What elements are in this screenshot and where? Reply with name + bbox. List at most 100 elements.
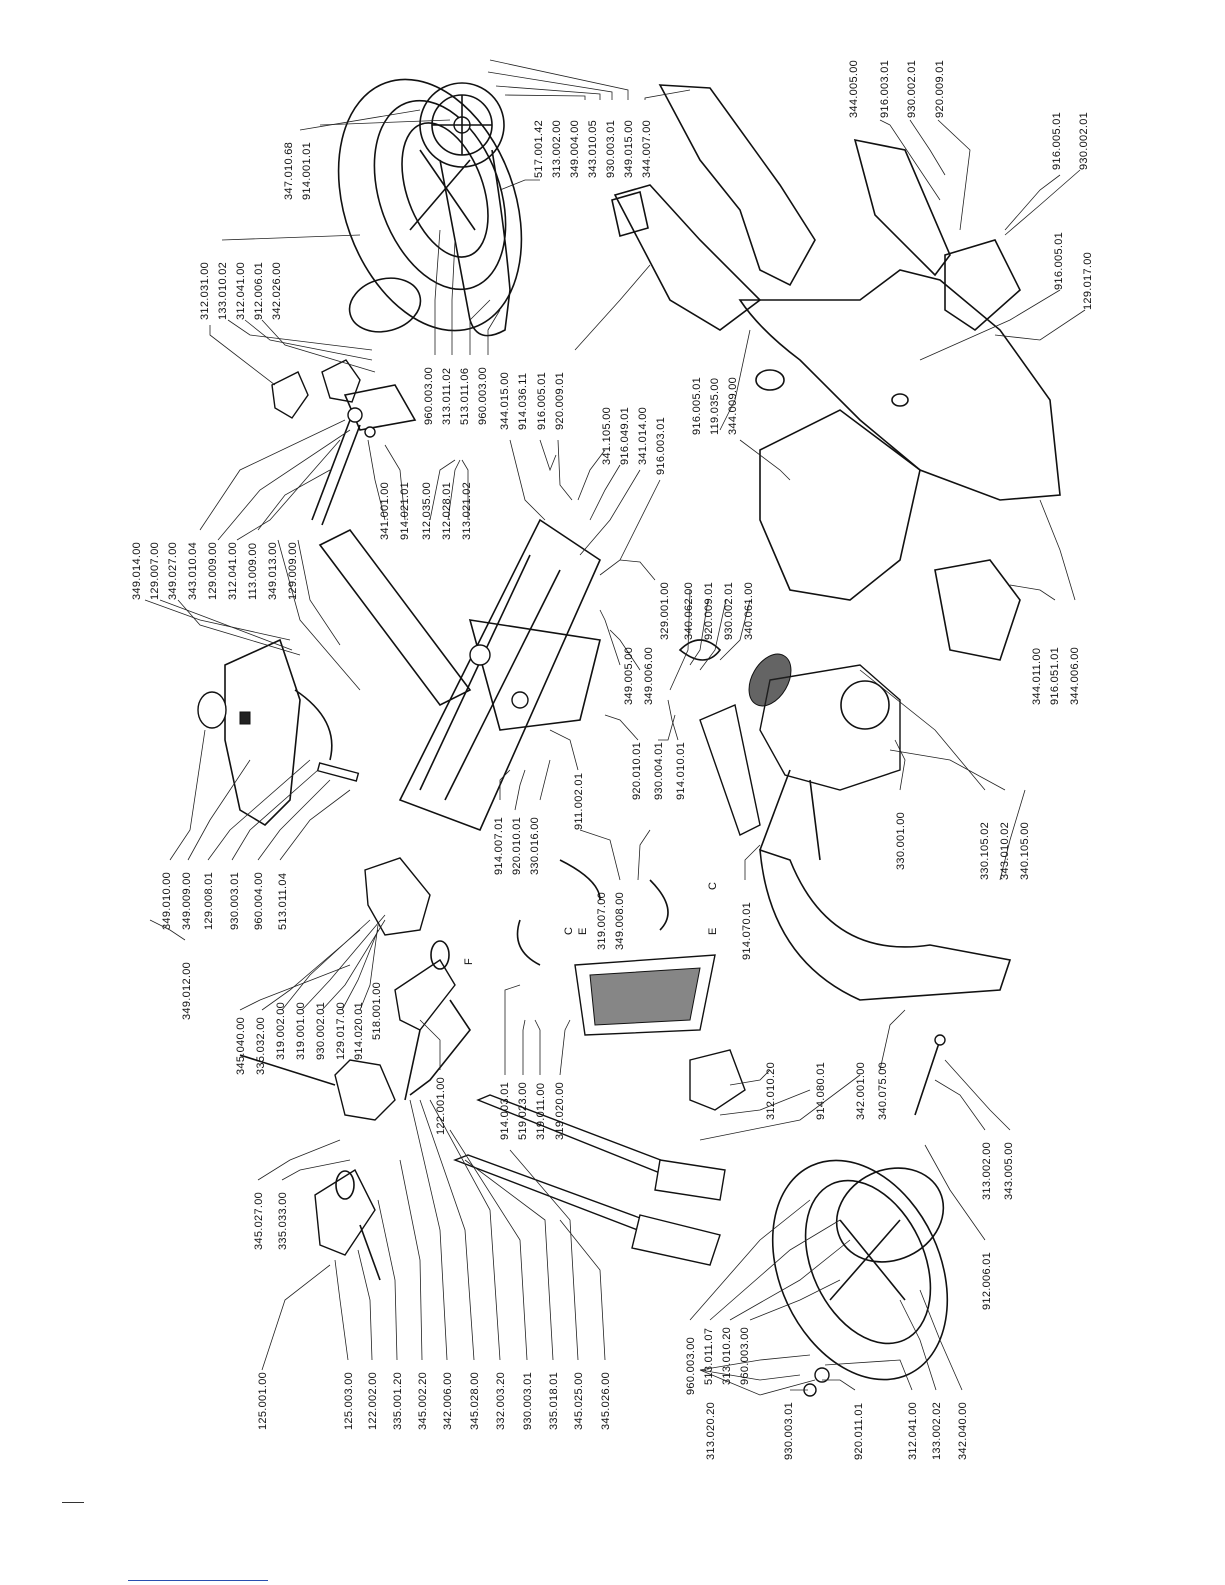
part-label: 349.014.00 (131, 542, 143, 600)
part-label: 345.002.20 (417, 1372, 429, 1430)
label-group-tank: 349.010.00 349.009.00 129.008.01 930.003… (161, 872, 289, 930)
part-label: 345.026.00 (600, 1372, 612, 1430)
part-label: 340.061.00 (743, 582, 755, 640)
part-label: 513.011.07 (703, 1328, 715, 1385)
part-label: 129.009.00 (287, 542, 299, 600)
label-group-left-controls: 125.001.00 125.003.00 122.002.00 335.001… (257, 1372, 612, 1430)
label-group-coolant-hoses: 319.007.00 349.008.00 (596, 892, 626, 950)
part-label: 911.002.01 (573, 773, 585, 830)
part-label: 920.011.01 (853, 1403, 865, 1460)
connector-letter: C (563, 927, 575, 935)
coolant-reservoir (364, 857, 431, 936)
lower-fairing (934, 559, 1021, 661)
label-group-radiator: 914.003.01 519.023.00 319.011.00 319.020… (499, 1082, 566, 1140)
part-label: 341.105.00 (601, 407, 613, 465)
part-label: 335.033.00 (277, 1192, 289, 1250)
part-label: 519.023.00 (517, 1082, 529, 1140)
part-label: 312.031.00 (199, 262, 211, 320)
part-label: 129.017.00 (1082, 252, 1094, 310)
exhaust-pipe (759, 848, 1012, 1001)
part-label: 313.002.00 (981, 1142, 993, 1200)
connector-letter: C (707, 882, 719, 890)
part-label: 914.021.01 (399, 482, 411, 540)
brake-disc-rear (348, 277, 422, 333)
part-label: 319.011.00 (535, 1083, 547, 1140)
part-label: 312.041.00 (227, 542, 239, 600)
part-label: 119.035.00 (709, 378, 721, 435)
part-label: 920.009.01 (554, 372, 566, 430)
part-label: 930.002.01 (1078, 112, 1090, 170)
part-label: 914.020.01 (353, 1002, 365, 1060)
part-label: 345.025.00 (573, 1372, 585, 1430)
part-label: 920.010.01 (631, 742, 643, 800)
part-label: 335.032.00 (255, 1017, 267, 1075)
leader-lines (144, 59, 1086, 1396)
part-label: 345.027.00 (253, 1192, 265, 1250)
part-label: 349.012.00 (181, 962, 193, 1020)
part-label: 122.001.00 (435, 1077, 447, 1135)
part-label: 960.004.00 (253, 872, 265, 930)
label-group-front-wheel-assembly: 313.020.20 (705, 1402, 717, 1460)
part-label: 343.010.05 (587, 120, 599, 178)
part-label: 330.016.00 (529, 817, 541, 875)
part-label: 920.009.01 (934, 60, 946, 118)
fuel-tank (197, 638, 301, 827)
part-label: 344.009.00 (727, 377, 739, 435)
radiator (574, 954, 716, 1036)
front-wheel (771, 1159, 949, 1381)
part-label: 349.005.00 (623, 647, 635, 705)
connector-letter: E (707, 927, 719, 935)
part-label: 914.001.01 (301, 142, 313, 200)
front-fairing (738, 269, 1061, 601)
part-label: 345.040.00 (235, 1017, 247, 1075)
part-label: 916.003.01 (879, 60, 891, 118)
part-label: 342.006.00 (442, 1372, 454, 1430)
part-label: 125.001.00 (257, 1372, 269, 1430)
part-label: 930.003.01 (605, 120, 617, 178)
part-label: 129.017.00 (335, 1002, 347, 1060)
connector-letter: F (463, 958, 475, 965)
label-group-chain-guard: 517.001.42 313.002.00 349.004.00 343.010… (533, 120, 653, 178)
part-label: 916.003.01 (655, 417, 667, 475)
part-label: 349.004.00 (569, 120, 581, 178)
part-label: 332.003.20 (495, 1372, 507, 1430)
part-label: 340.075.00 (877, 1062, 889, 1120)
part-label: 343.010.02 (999, 822, 1011, 880)
part-label: 916.051.01 (1049, 647, 1061, 705)
part-label: 341.001.00 (379, 482, 391, 540)
part-label: 930.002.01 (906, 60, 918, 118)
side-cover-small (853, 138, 951, 277)
label-group-intake: 329.001.00 340.062.00 920.009.01 930.002… (659, 582, 755, 640)
part-label: 344.005.00 (848, 60, 860, 118)
part-label: 345.028.00 (469, 1372, 481, 1430)
part-label: 960.003.00 (739, 1327, 751, 1385)
connector-letter-marks: C E C E F (463, 882, 719, 965)
part-label: 319.020.00 (554, 1082, 566, 1140)
part-label: 914.036.11 (517, 373, 529, 430)
handlebar-right (394, 940, 456, 1101)
part-label: 930.003.01 (783, 1402, 795, 1460)
part-label: 349.008.00 (614, 892, 626, 950)
part-label: 930.002.01 (723, 582, 735, 640)
label-group-pump: 914.007.01 920.010.01 330.016.00 911.002… (493, 773, 585, 875)
part-label: 129.007.00 (149, 542, 161, 600)
swing-arm (311, 384, 417, 526)
label-group-muffler: 914.070.01 (741, 902, 753, 960)
part-label: 129.009.00 (207, 542, 219, 600)
part-label: 912.006.01 (253, 262, 265, 320)
part-label: 341.014.00 (637, 407, 649, 465)
label-group-fuel-system: 349.014.00 129.007.00 349.027.00 343.010… (131, 542, 299, 600)
label-group-lower-fairing: 344.011.00 916.051.01 344.006.00 (1031, 647, 1081, 705)
part-label: 916.005.01 (536, 372, 548, 430)
part-label: 344.006.00 (1069, 647, 1081, 705)
front-caliper (689, 1049, 746, 1111)
part-label: 313.010.20 (721, 1327, 733, 1385)
part-label: 930.003.01 (229, 872, 241, 930)
handlebar-left (314, 1168, 381, 1281)
part-label: 335.018.01 (548, 1372, 560, 1430)
label-group-side-cover: 344.005.00 916.003.01 930.002.01 920.009… (848, 60, 946, 118)
part-label: 912.006.01 (981, 1252, 993, 1310)
drive-chain (439, 149, 511, 337)
part-label: 319.001.00 (295, 1002, 307, 1060)
part-label: 313.002.00 (551, 120, 563, 178)
